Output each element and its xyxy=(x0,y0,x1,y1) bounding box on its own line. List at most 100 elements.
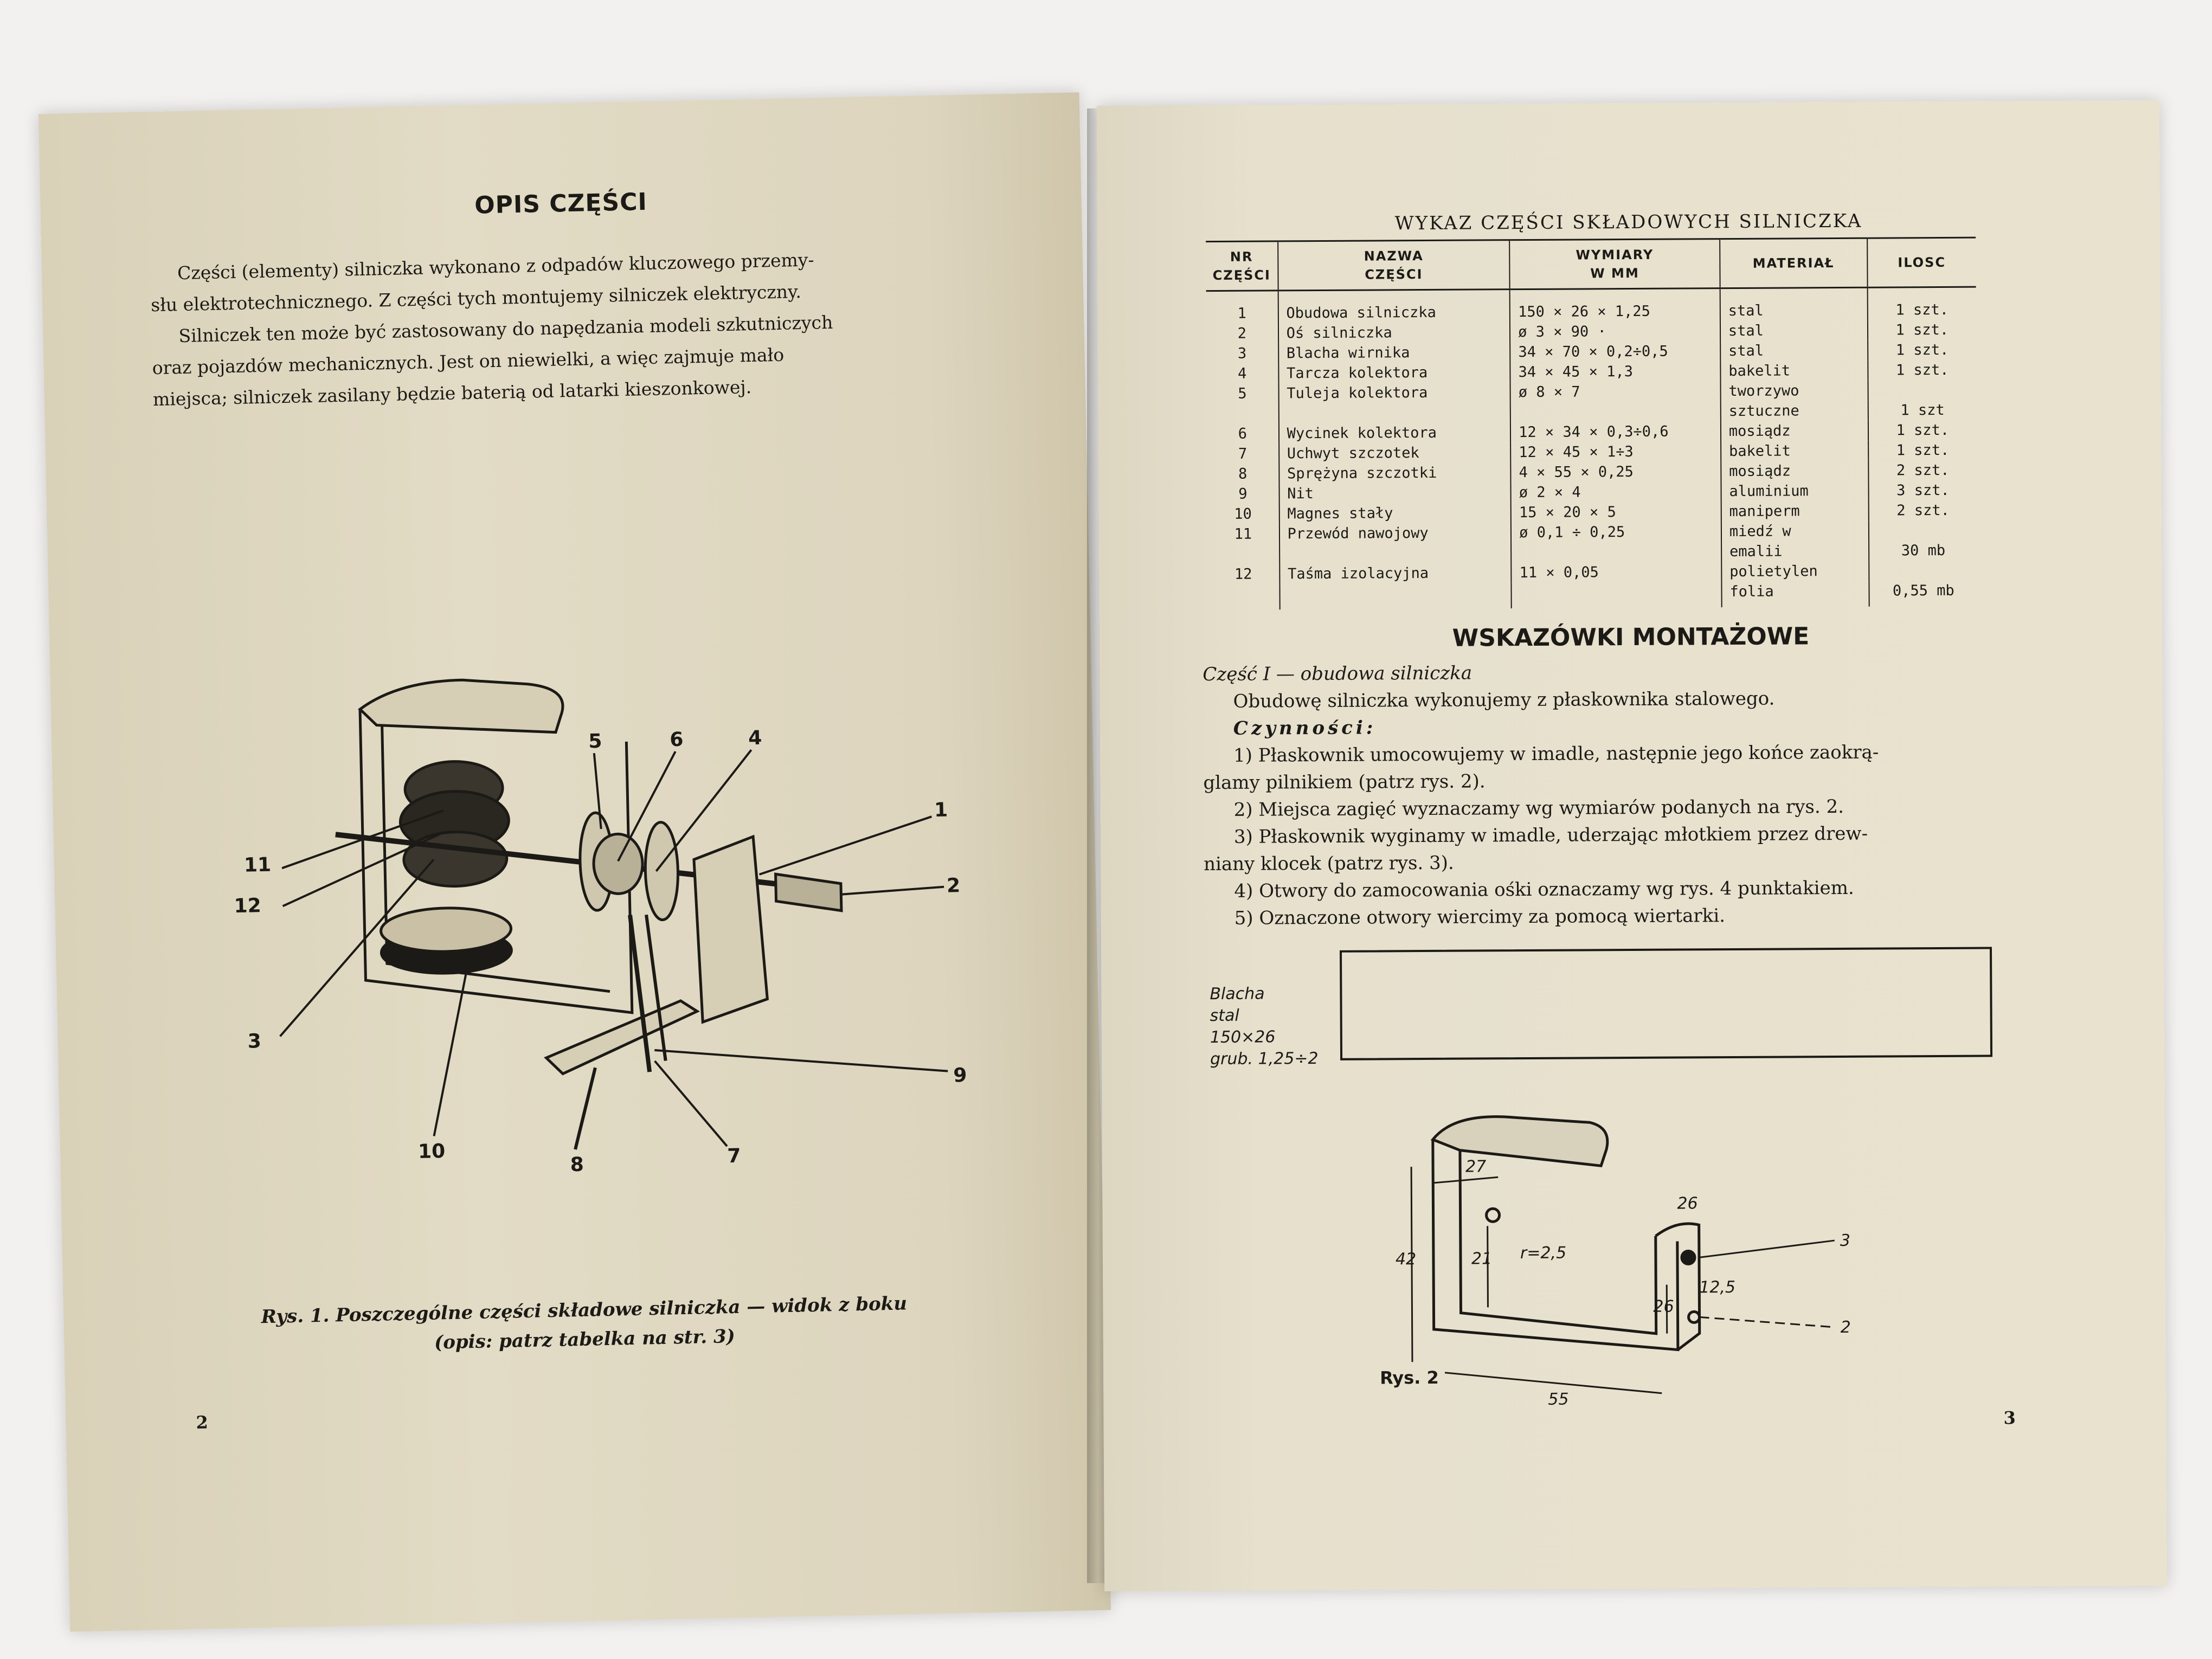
table-cell-qty: 1 szt. xyxy=(1867,359,1977,381)
instruction-step: 5) Oznaczone otwory wiercimy za pomocą w… xyxy=(1234,905,1726,929)
note-line: 150×26 xyxy=(1210,1027,1276,1047)
table-cell-name: Uchwyt szczotek xyxy=(1278,442,1511,464)
figure-label: 3 xyxy=(247,1030,261,1053)
table-cell-dims: 4 × 55 × 0,25 xyxy=(1510,461,1721,483)
table-cell-name: Tarcza kolektora xyxy=(1278,362,1510,384)
table-cell-name: Sprężyna szczotki xyxy=(1278,462,1511,484)
figure-label: 10 xyxy=(418,1140,446,1163)
instruction-step: 4) Otwory do zamocowania ośki oznaczamy … xyxy=(1234,877,1854,902)
figure-label: 4 xyxy=(748,727,762,750)
table-cell-dims: 150 × 26 × 1,25 xyxy=(1509,288,1720,323)
table-cell-material: emalii xyxy=(1721,541,1869,562)
instruction-step: niany klocek (patrz rys. 3). xyxy=(1204,852,1454,876)
page-title: OPIS CZĘŚCI xyxy=(474,188,648,220)
figure-label: 11 xyxy=(244,854,272,877)
table-cell-name: Obudowa silniczka xyxy=(1278,289,1510,324)
figure-caption: Rys. 2 xyxy=(1380,1367,1439,1388)
instruction-step: 2) Miejsca zagięć wyznaczamy wg wymiarów… xyxy=(1233,795,1844,821)
table-cell-qty: 1 szt. xyxy=(1867,339,1977,361)
note-line: Blacha xyxy=(1210,984,1265,1004)
table-cell-nr: 7 xyxy=(1238,445,1248,462)
table-cell-dims xyxy=(1511,542,1722,563)
table-cell-name: Nit xyxy=(1279,483,1511,504)
table-cell-nr xyxy=(1207,584,1279,610)
dimension-label: 42 xyxy=(1396,1250,1416,1269)
section-subtitle: Część I — obudowa silniczka xyxy=(1203,662,1472,686)
table-cell-material: stal xyxy=(1720,340,1868,362)
table-cell-nr: 8 xyxy=(1238,465,1248,483)
table-cell-nr: 4 xyxy=(1238,365,1247,382)
dimension-label: 2 xyxy=(1841,1318,1851,1337)
table-cell-nr: 12 xyxy=(1234,565,1252,583)
table-cell-material: maniperm xyxy=(1721,500,1869,522)
table-cell-name: Tuleja kolektora xyxy=(1278,382,1510,404)
table-cell-nr xyxy=(1207,544,1279,564)
table-cell-dims: 34 × 70 × 0,2÷0,5 xyxy=(1510,341,1721,363)
figure-label: 5 xyxy=(588,730,602,753)
dimension-label: 26 xyxy=(1653,1297,1674,1316)
table-cell-qty: 2 szt. xyxy=(1868,460,1977,481)
table-cell-material: miedź w xyxy=(1721,520,1869,542)
table-cell-name: Wycinek kolektora xyxy=(1278,422,1511,444)
actions-label: Czynności: xyxy=(1233,717,1377,740)
table-cell-dims: 12 × 34 × 0,3÷0,6 xyxy=(1510,421,1721,443)
dimension-label: r=2,5 xyxy=(1520,1244,1566,1263)
table-cell-material: bakelit xyxy=(1720,360,1868,382)
handwritten-note: Blacha stal 150×26 grub. 1,25÷2 xyxy=(1210,983,1340,1070)
dimension-label: 12,5 xyxy=(1699,1278,1735,1297)
housing-figure: 27 42 21 r=2,5 26 12,5 26 55 3 2 xyxy=(1396,1115,1851,1409)
instruction-intro: Obudowę silniczka wykonujemy z płaskowni… xyxy=(1233,687,1775,712)
table-cell-qty: 1 szt. xyxy=(1868,420,1977,441)
page-number: 3 xyxy=(2003,1407,2016,1429)
table-cell-qty: 30 mb xyxy=(1868,540,1978,561)
instruction-step: glamy pilnikiem (patrz rys. 2). xyxy=(1203,770,1486,794)
col-header-qty: ILOSC xyxy=(1867,237,1976,288)
table-cell-dims: 15 × 20 × 5 xyxy=(1510,501,1721,523)
table-cell-material: stal xyxy=(1720,287,1868,321)
table-cell-nr: 5 xyxy=(1238,385,1247,402)
dimension-label: 27 xyxy=(1465,1157,1486,1176)
table-cell-name: Taśma izolacyjna xyxy=(1279,563,1512,584)
dimension-label: 3 xyxy=(1840,1231,1850,1250)
left-page: OPIS CZĘŚCI Części (elementy) silniczka … xyxy=(38,92,1111,1632)
table-cell-name: Magnes stały xyxy=(1279,503,1512,524)
table-cell-qty: 1 szt. xyxy=(1867,287,1976,320)
table-cell-material: aluminium xyxy=(1721,480,1869,502)
table-cell-nr: 2 xyxy=(1237,325,1247,342)
table-cell-qty: 0,55 mb xyxy=(1869,580,1978,607)
intro-paragraph: Części (elementy) silniczka wykonano z o… xyxy=(150,240,999,415)
table-cell-qty: 1 szt. xyxy=(1867,319,1977,340)
table-cell-material: folia xyxy=(1721,581,1869,608)
assembly-instructions: Część I — obudowa silniczka Obudowę siln… xyxy=(1203,657,1990,933)
table-cell-dims: ø 0,1 ÷ 0,25 xyxy=(1511,522,1721,543)
table-cell-qty xyxy=(1868,520,1978,541)
instruction-step: 3) Płaskownik wyginamy w imadle, uderzaj… xyxy=(1233,822,1868,848)
col-header-material: MATERIAŁ xyxy=(1720,238,1868,288)
table-cell-dims xyxy=(1510,401,1721,423)
table-cell-name xyxy=(1279,583,1512,610)
table-cell-material: mosiądz xyxy=(1720,420,1868,442)
table-cell-nr: 10 xyxy=(1234,505,1252,523)
figure-label: 7 xyxy=(727,1145,741,1168)
table-cell-name: Oś silniczka xyxy=(1278,322,1510,344)
table-cell-dims: ø 3 × 90 · xyxy=(1510,321,1720,343)
figure-label: 1 xyxy=(934,799,948,822)
table-cell-dims: ø 2 × 4 xyxy=(1510,481,1721,503)
figure-label: 8 xyxy=(570,1154,584,1176)
table-cell-name: Blacha wirnika xyxy=(1278,342,1510,364)
dimension-label: 55 xyxy=(1548,1390,1568,1409)
dimension-label: 21 xyxy=(1471,1249,1492,1268)
table-cell-material: sztuczne xyxy=(1720,400,1868,422)
figure-label: 6 xyxy=(670,729,684,751)
table-cell-dims: 11 × 0,05 xyxy=(1511,562,1722,583)
table-cell-nr: 1 xyxy=(1237,305,1246,322)
table-cell-qty xyxy=(1868,560,1978,581)
table-cell-material: tworzywo xyxy=(1720,380,1868,402)
